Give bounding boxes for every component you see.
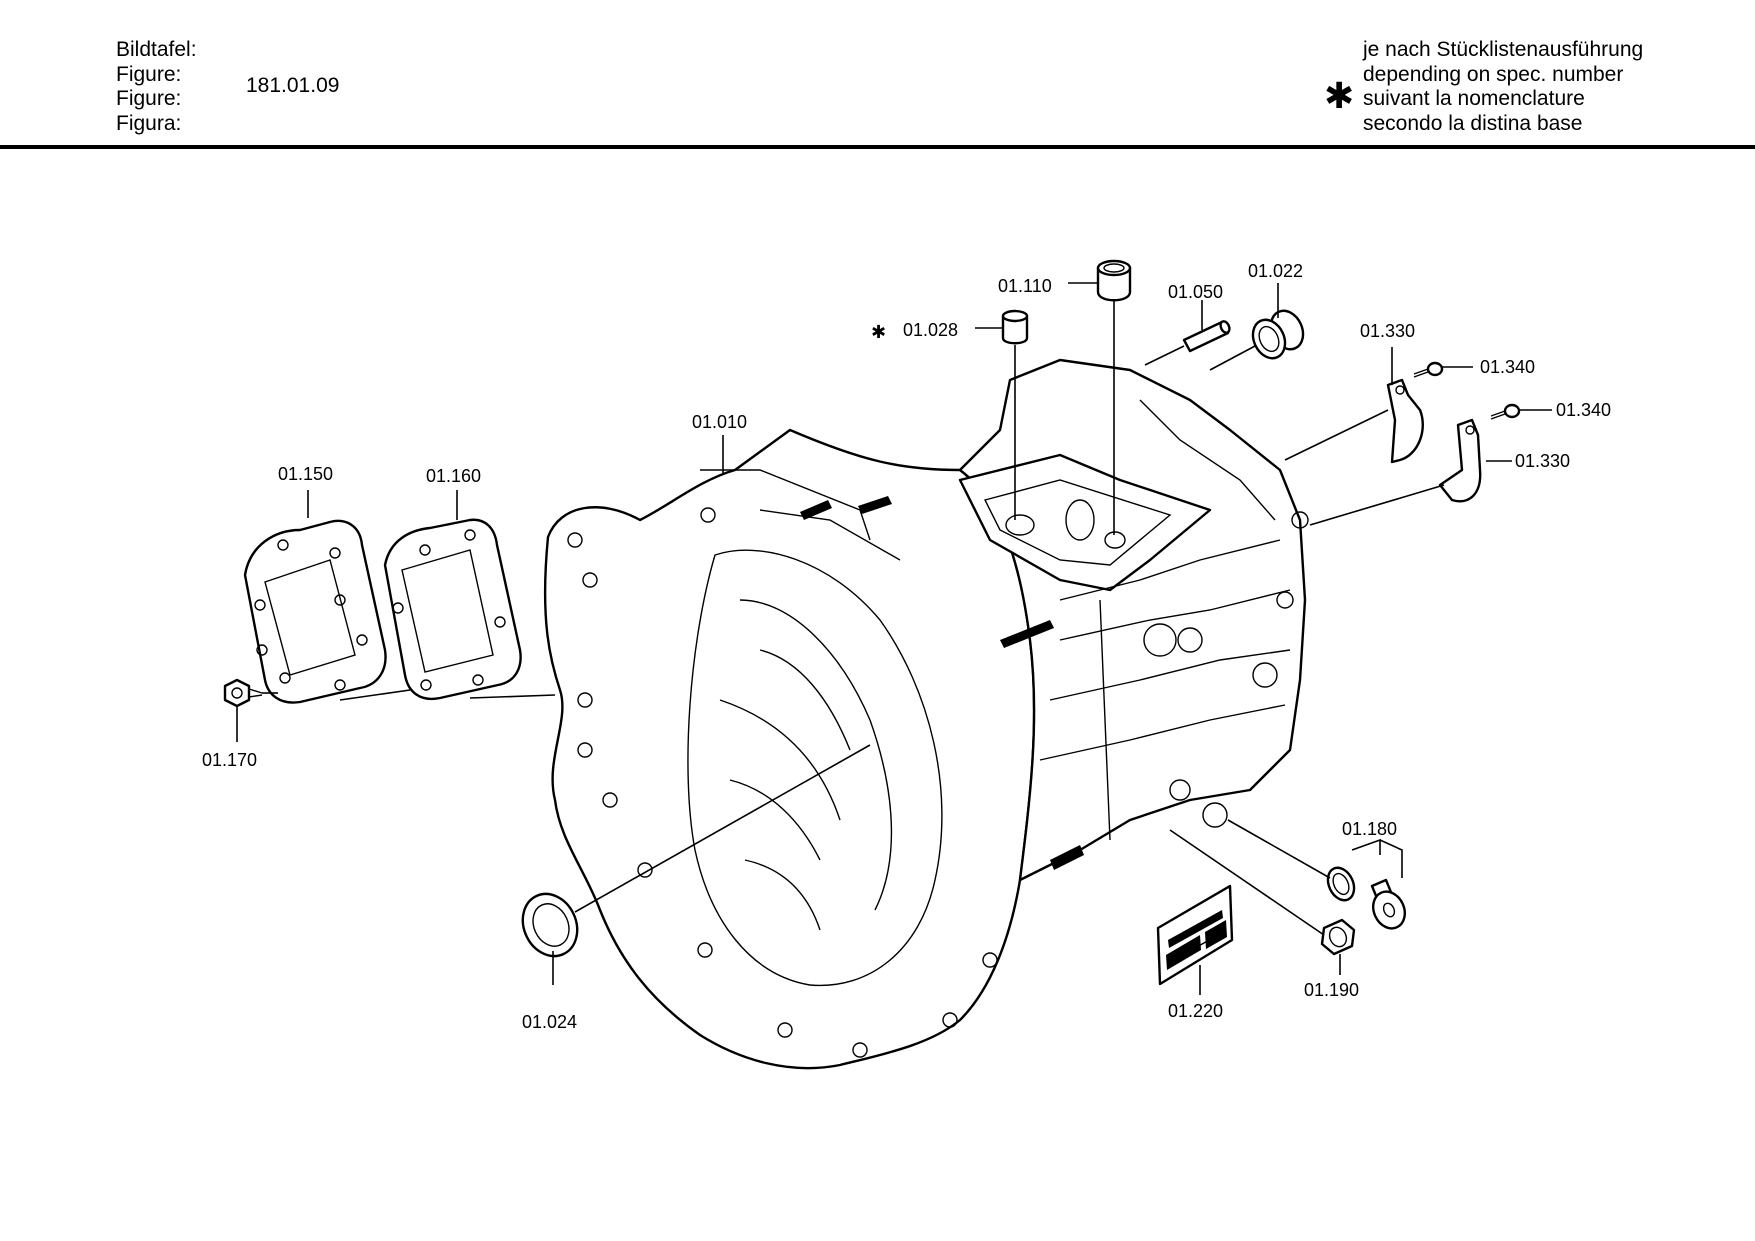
label-01-110: 01.110 (998, 276, 1052, 296)
sleeve-small (1001, 309, 1029, 345)
label-01-028: 01.028 (903, 320, 958, 340)
label-01-024: 01.024 (522, 1012, 577, 1032)
spec-note-it: secondo la distina base (1363, 111, 1583, 135)
label-01-330-upper: 01.330 (1360, 321, 1415, 341)
spec-note-de: je nach Stücklistenausführung (1363, 38, 1644, 61)
cover-plate (243, 519, 387, 704)
leader-lines (236, 282, 1552, 995)
header-label-bildtafel: Bildtafel: (116, 38, 197, 61)
figure-number: 181.01.09 (246, 74, 340, 97)
type-plate (1156, 884, 1234, 986)
dowel-pin (1182, 320, 1231, 353)
callouts: 01.150 01.160 01.010 01.170 01.024 ✱ 01.… (202, 261, 1611, 1032)
label-01-330-lower: 01.330 (1515, 451, 1570, 471)
header-label-figure-fr: Figure: (116, 87, 182, 110)
bracket-lower (1438, 418, 1482, 503)
drain-plug (1320, 918, 1356, 956)
bearing-ring (1251, 309, 1305, 360)
hex-bolt (223, 678, 263, 708)
screw-upper (1413, 361, 1444, 378)
screw-lower (1490, 403, 1521, 420)
label-01-190: 01.190 (1304, 980, 1359, 1000)
asterisk-icon: ✱ (871, 322, 886, 342)
header-label-figure-en: Figure: (116, 62, 182, 86)
label-01-340-upper: 01.340 (1480, 357, 1535, 377)
spec-note: je nach Stücklistenausführung depending … (1363, 38, 1643, 136)
label-01-010: 01.010 (692, 412, 747, 432)
screw-plug (1370, 878, 1406, 930)
label-01-050: 01.050 (1168, 282, 1223, 302)
o-ring (1326, 866, 1356, 902)
spec-note-en: depending on spec. number (1363, 62, 1624, 86)
label-01-220: 01.220 (1168, 1001, 1223, 1021)
spec-note-fr: suivant la nomenclature (1363, 87, 1585, 110)
label-01-150: 01.150 (278, 464, 333, 484)
gasket (383, 518, 522, 701)
label-01-022: 01.022 (1248, 261, 1303, 281)
asterisk-icon: ✱ (1324, 75, 1355, 116)
shaft-seal (521, 892, 579, 958)
label-01-160: 01.160 (426, 466, 481, 486)
bracket-upper (1386, 378, 1424, 464)
label-01-180: 01.180 (1342, 819, 1397, 839)
sleeve-bushing (1096, 259, 1132, 302)
header-label-figura: Figura: (116, 111, 182, 135)
label-01-170: 01.170 (202, 750, 257, 770)
header-divider (0, 145, 1755, 149)
header-labels: Bildtafel: Figure: Figure: Figura: (116, 38, 197, 136)
label-01-340-lower: 01.340 (1556, 400, 1611, 420)
transmission-housing (543, 358, 1309, 1070)
